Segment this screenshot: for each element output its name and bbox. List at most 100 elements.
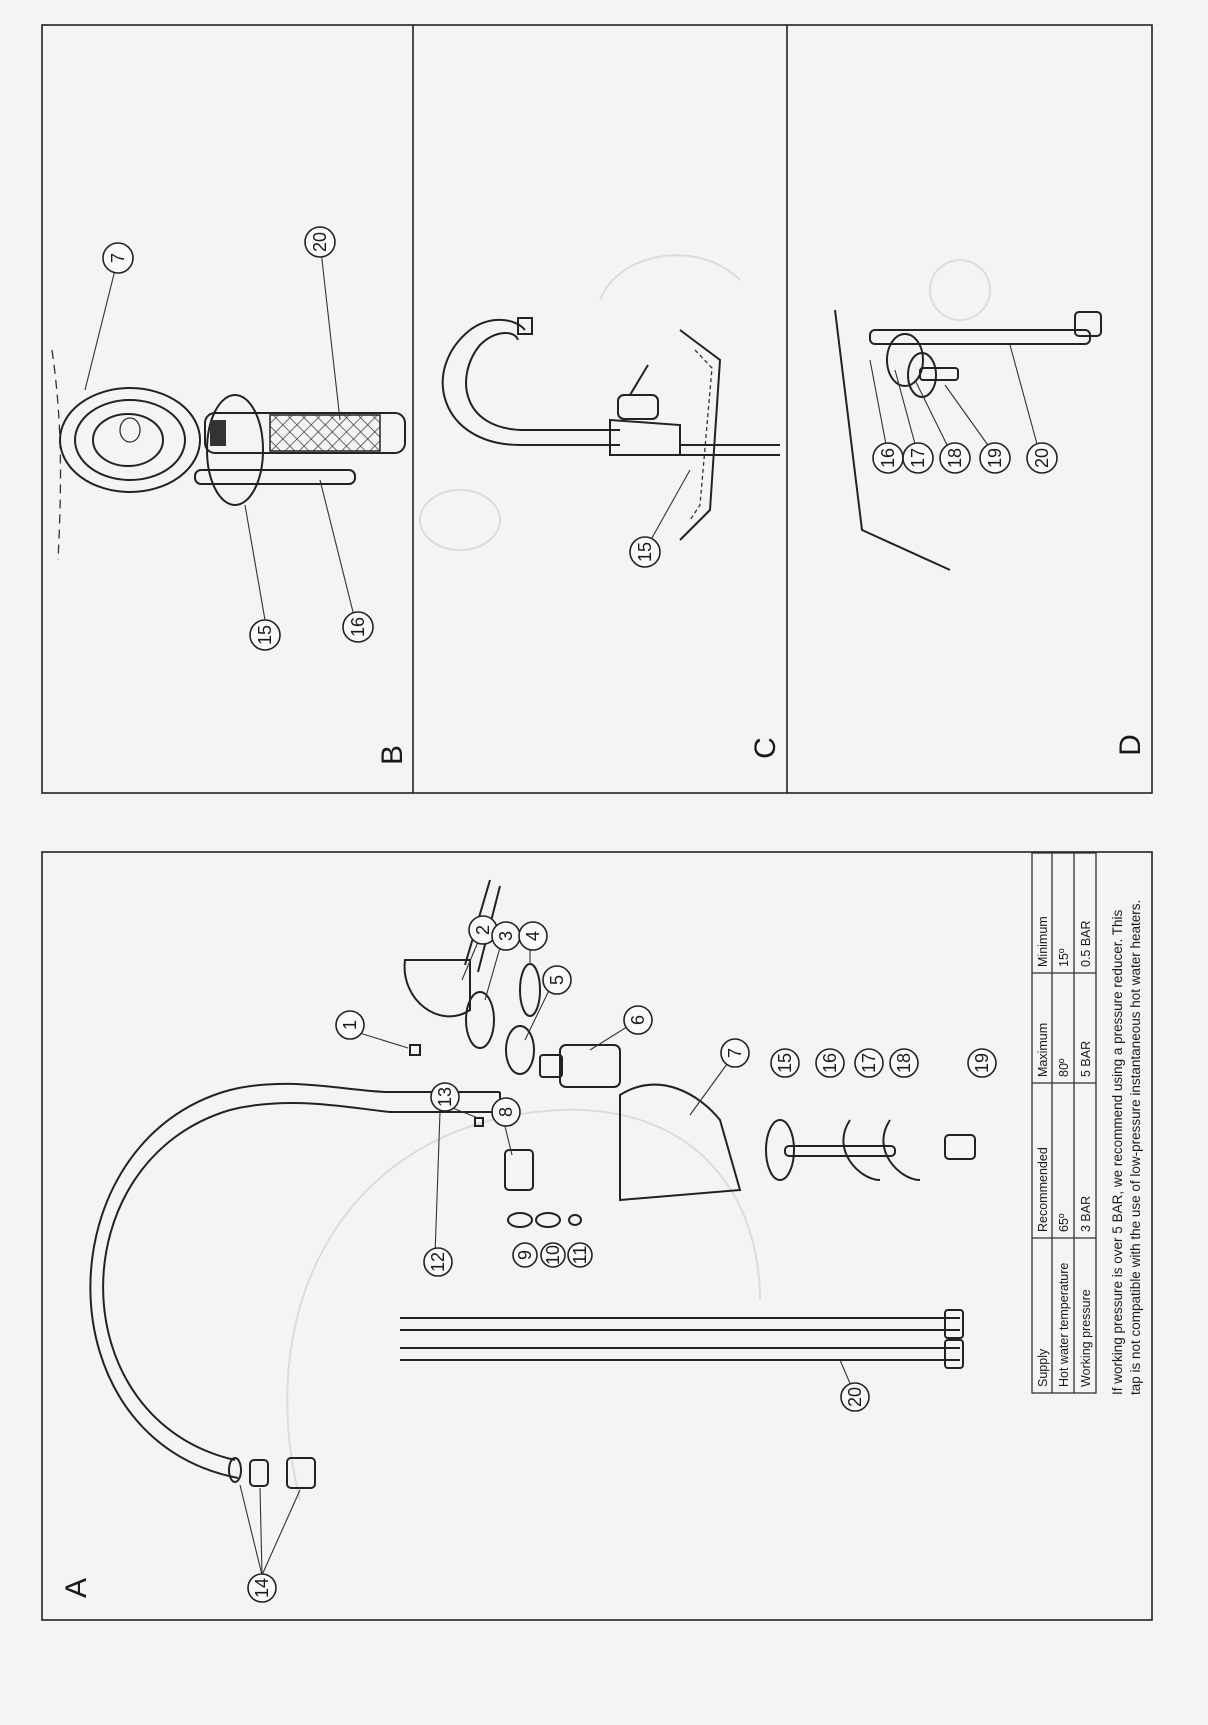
callout-13: 13	[430, 1082, 460, 1112]
note-line-2: tap is not compatible with the use of lo…	[1128, 900, 1143, 1395]
top-frame	[41, 24, 1153, 794]
spout-inner	[465, 332, 620, 431]
callout-number: 5	[547, 975, 567, 985]
callout-11: 11	[567, 1242, 593, 1268]
diverter-8	[504, 1149, 534, 1191]
callout-20: 20	[840, 1382, 870, 1412]
callout-number: 8	[496, 1107, 516, 1117]
callout-number: 19	[985, 448, 1005, 468]
table-header-maximum: Maximum	[1036, 1023, 1050, 1077]
table-header-recommended: Recommended	[1036, 1147, 1050, 1232]
table-cell: 65º	[1057, 1213, 1071, 1232]
table-cell: 3 BAR	[1079, 1196, 1093, 1232]
callout-12: 12	[423, 1247, 453, 1277]
bottom-frame	[41, 851, 1153, 1621]
callout-4: 4	[518, 921, 548, 951]
callout-18: 18	[889, 1048, 919, 1078]
panel-b-fitting-hoses: B 7 20 15 16	[51, 226, 409, 765]
callout-number: 11	[570, 1246, 590, 1265]
callout-number: 15	[775, 1053, 795, 1073]
callout-number: 15	[635, 542, 655, 562]
callout-number: 13	[435, 1087, 455, 1107]
callout-number: 19	[972, 1053, 992, 1073]
callout-number: 3	[496, 931, 516, 941]
washer-ring	[206, 394, 264, 506]
cartridge	[539, 1044, 621, 1088]
callout-number: 9	[515, 1250, 535, 1260]
panel-a-callouts: 1 2 3 4 5 6 7 8 9 10 11 12 13 14 15 16 1…	[239, 915, 997, 1603]
callout-number: 10	[543, 1245, 563, 1265]
panel-c-letter: C	[749, 737, 782, 759]
callout-number: 12	[428, 1252, 448, 1272]
flexible-hoses	[400, 1309, 964, 1369]
callout-number: 2	[473, 925, 493, 935]
callout-number: 16	[820, 1053, 840, 1073]
threaded-rod	[194, 469, 356, 485]
callout-9: 9	[512, 1242, 538, 1268]
callout-number: 16	[348, 617, 368, 637]
callout-15: 15	[770, 1048, 800, 1078]
braided-hose	[204, 412, 406, 454]
horseshoe-washer	[886, 333, 924, 387]
callout-number: 17	[859, 1053, 879, 1073]
fixing-rod	[869, 329, 1091, 345]
callout-5: 5	[542, 965, 572, 995]
fixing-nut	[919, 367, 959, 381]
spout-aerator	[517, 317, 533, 335]
callout-8: 8	[491, 1097, 521, 1127]
callout-1: 1	[335, 1010, 365, 1040]
nut-10	[535, 1212, 561, 1228]
callout-number: 14	[252, 1578, 272, 1598]
callout-17: 17	[902, 442, 934, 474]
callout-3: 3	[491, 921, 521, 951]
callout-16: 16	[815, 1048, 845, 1078]
o-ring-4	[519, 963, 541, 1017]
hex-nut-19	[944, 1134, 976, 1160]
panel-a-exploded-view: A	[60, 852, 1143, 1603]
pressure-note: If working pressure is over 5 BAR, we re…	[1110, 900, 1143, 1395]
callout-15: 15	[249, 619, 281, 651]
callout-number: 7	[725, 1048, 745, 1058]
panel-d-letter: D	[1114, 734, 1147, 756]
table-cell: 15º	[1057, 948, 1071, 967]
callout-number: 20	[845, 1387, 865, 1407]
washer-11	[568, 1214, 582, 1226]
base-ring	[765, 1119, 795, 1181]
dome-cap	[465, 991, 495, 1049]
supply-table: Supply Recommended Maximum Minimum Hot w…	[1031, 852, 1097, 1394]
tap-body	[609, 418, 681, 456]
spout	[441, 318, 620, 446]
horseshoe-18	[882, 1119, 921, 1181]
callout-number: 20	[310, 232, 330, 252]
counter-section	[679, 329, 722, 541]
table-cell: Working pressure	[1079, 1289, 1093, 1387]
grub-screw-1	[409, 1044, 421, 1056]
callout-number: 15	[255, 625, 275, 645]
callout-number: 7	[108, 253, 128, 263]
callout-number: 20	[1032, 448, 1052, 468]
callout-16: 16	[342, 611, 374, 643]
table-cell: 5 BAR	[1079, 1041, 1093, 1077]
callout-number: 18	[945, 448, 965, 468]
callout-7: 7	[102, 242, 134, 274]
tap-base-ring	[59, 387, 201, 493]
callout-19: 19	[967, 1048, 997, 1078]
countertop-outline	[51, 349, 62, 561]
callout-number: 1	[340, 1020, 360, 1030]
horseshoe-17	[842, 1119, 881, 1181]
grub-screw-13	[474, 1117, 484, 1127]
callout-number: 4	[523, 931, 543, 941]
panel-b-letter: B	[376, 745, 409, 765]
panel-d-fixing: D 16 17 18 19 20	[834, 309, 1147, 756]
callout-number: 16	[878, 448, 898, 468]
table-header-minimum: Minimum	[1036, 916, 1050, 967]
show-through-background	[286, 254, 991, 1501]
callout-14: 14	[247, 1573, 277, 1603]
table-header-supply: Supply	[1036, 1348, 1050, 1387]
callout-19: 19	[979, 442, 1011, 474]
handle	[617, 394, 659, 420]
callout-20: 20	[1026, 442, 1058, 474]
callout-number: 18	[894, 1053, 914, 1073]
table-cell: Hot water temperature	[1057, 1263, 1071, 1387]
